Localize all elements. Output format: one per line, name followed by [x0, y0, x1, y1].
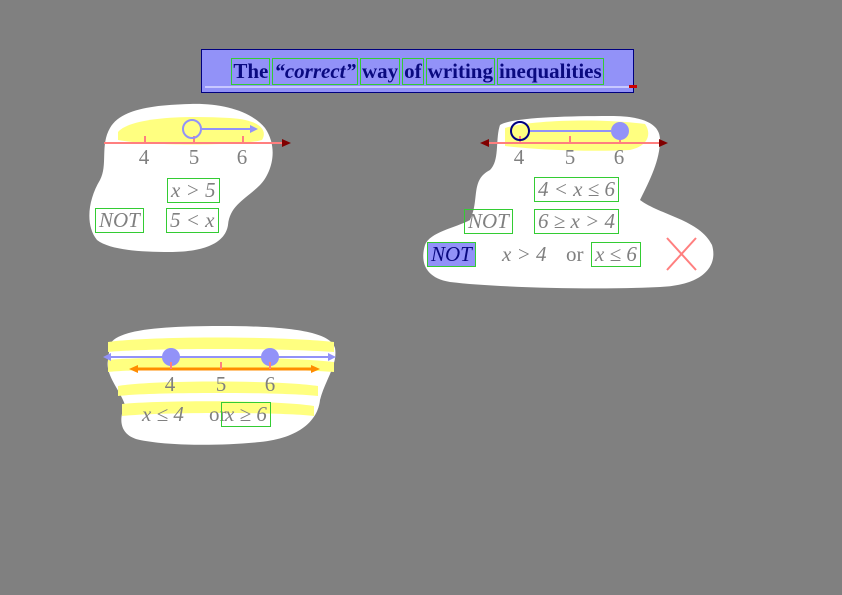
panel2-tick-label-5: 5: [564, 145, 576, 169]
panel2-not-label-2: NOT: [427, 242, 476, 267]
panel3-tick-label-4: 4: [164, 372, 176, 396]
panel3-part-a: x ≤ 4: [142, 402, 184, 426]
panel1-wrong-form: 5 < x: [166, 208, 219, 233]
cross-mark-icon: [666, 237, 697, 271]
panel2-tick-label-6: 6: [613, 145, 625, 169]
panel3-tick-label-5: 5: [215, 372, 227, 396]
panel3-closed-circle-6: [261, 348, 279, 366]
panel2-open-circle: [510, 121, 530, 141]
page-title: The “correct” way of writing inequalitie…: [201, 49, 634, 93]
panel2-line-arrowhead-right: [659, 139, 668, 147]
title-underline: [205, 86, 637, 88]
title-word-the: The: [231, 57, 271, 85]
panel3-line-arrowhead-right: [311, 365, 320, 373]
panel2-correct-form: 4 < x ≤ 6: [534, 177, 620, 202]
panel3-or-word: or: [209, 402, 227, 426]
panel2-closed-circle: [611, 122, 629, 140]
panel1-highlight: [118, 116, 264, 145]
panel2-line-arrowhead-left: [480, 139, 489, 147]
panel3-tick-label-6: 6: [264, 372, 276, 396]
panel2-wrong-part-a: x > 4: [502, 242, 547, 266]
panel1-tick-label-6: 6: [236, 145, 248, 169]
panel1-correct-form: x > 5: [167, 178, 220, 203]
panel3-upper-arrowhead-left: [103, 353, 111, 361]
panel3-part-b: x ≥ 6: [221, 402, 271, 427]
panel1-tick-label-5: 5: [188, 145, 200, 169]
panel2-wrong-form-1: 6 ≥ x > 4: [534, 209, 620, 234]
panel3-highlight-band-3: [118, 381, 318, 396]
panel2-tick-label-4: 4: [513, 145, 525, 169]
panel1-tick-label-4: 4: [138, 145, 150, 169]
title-word-way: way: [359, 57, 401, 85]
panel3-highlight-band-4: [122, 401, 314, 416]
panel1-solution-arrowhead: [250, 125, 258, 133]
panel2-not-label-1: NOT: [464, 209, 513, 234]
title-underline-end: [629, 85, 637, 88]
title-word-inequalities: inequalities: [496, 57, 604, 85]
panel2-wrong-part-b: x ≤ 6: [591, 242, 641, 267]
title-word-correct: “correct”: [272, 57, 358, 85]
panel1-not-label: NOT: [95, 208, 144, 233]
panel3-highlight-band-1: [108, 337, 334, 352]
title-word-writing: writing: [425, 57, 495, 85]
panel3-closed-circle-4: [162, 348, 180, 366]
panel2-or-word: or: [566, 242, 584, 266]
panel1-line-arrowhead-right: [282, 139, 291, 147]
panel3-upper-arrowhead-right: [328, 353, 336, 361]
title-word-of: of: [402, 57, 424, 85]
panel3-line-arrowhead-left: [129, 365, 138, 373]
